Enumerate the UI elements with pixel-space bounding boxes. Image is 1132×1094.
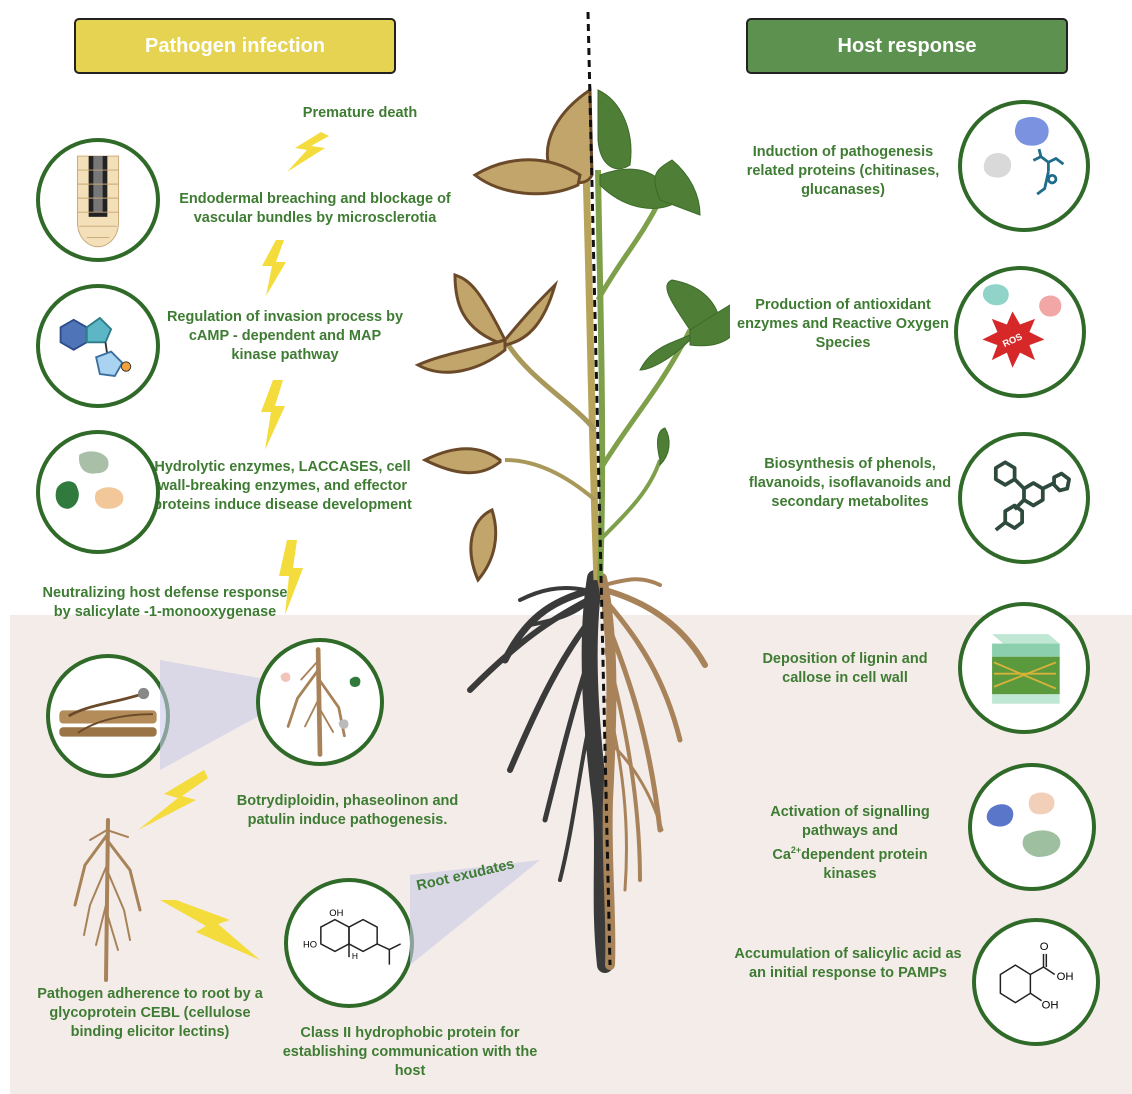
endodermal-label: Endodermal breaching and blockage of vas… (170, 190, 460, 228)
salicylic-label: Accumulation of salicylic acid as an ini… (728, 945, 968, 983)
camp-molecule-icon (40, 288, 156, 404)
oh-top-label: OH (329, 908, 343, 918)
phenol-circle (958, 432, 1090, 564)
enzymes-circle (36, 430, 160, 554)
zoom-cone (160, 640, 270, 790)
oh2-label: OH (1042, 999, 1059, 1011)
o-label: O (1040, 941, 1049, 953)
root-tip-icon (40, 142, 156, 258)
cell-wall-circle (958, 602, 1090, 734)
hyphae-icon (50, 658, 166, 774)
salicylic-circle: O OH OH (972, 918, 1100, 1046)
sesquiterpene-molecule-icon: OH HO H (288, 882, 410, 1004)
root-tip-circle (36, 138, 160, 262)
proteins-icon (962, 104, 1086, 228)
salicylic-acid-icon: O OH OH (976, 922, 1096, 1042)
phenol-molecule-icon (962, 436, 1086, 560)
adherence-label: Pathogen adherence to root by a glycopro… (25, 985, 275, 1042)
signalling-text-1: Activation of signalling pathways and (770, 804, 930, 839)
signalling-label: Activation of signalling pathways and Ca… (745, 803, 955, 884)
ros-star-icon: ROS (958, 270, 1082, 394)
h-label: H (352, 951, 358, 961)
oh1-label: OH (1057, 971, 1074, 983)
signalling-sup: 2+ (791, 845, 801, 855)
enzyme-blobs-icon (40, 434, 156, 550)
kinases-icon (972, 767, 1092, 887)
botrydiploidin-label: Botrydiploidin, phaseolinon and patulin … (225, 792, 470, 830)
premature-death-label: Premature death (280, 104, 440, 123)
bolt-icon (285, 132, 331, 172)
ros-circle: ROS (954, 266, 1086, 398)
camp-circle (36, 284, 160, 408)
phenols-label: Biosynthesis of phenols, flavanoids, iso… (745, 455, 955, 512)
hydrolytic-label: Hydrolytic enzymes, LACCASES, cell wall-… (150, 458, 415, 515)
bolt-icon (257, 380, 287, 450)
neutralizing-label: Neutralizing host defense response by sa… (40, 584, 290, 622)
regulation-label: Regulation of invasion process by cAMP -… (165, 308, 405, 365)
cell-wall-icon (962, 606, 1086, 730)
ho-left-label: HO (303, 940, 317, 950)
antioxidant-label: Production of antioxidant enzymes and Re… (728, 296, 958, 353)
root-toxins-circle (256, 638, 384, 766)
lignin-label: Deposition of lignin and callose in cell… (745, 650, 945, 688)
signalling-text-2: dependent protein kinases (801, 847, 927, 882)
root-system-icon (60, 815, 160, 985)
molecule-circle: OH HO H (284, 878, 414, 1008)
bolt-icon (258, 240, 288, 296)
class2-label: Class II hydrophobic protein for establi… (280, 1024, 540, 1081)
hyphae-circle (46, 654, 170, 778)
proteins-circle (958, 100, 1090, 232)
induction-label: Induction of pathogenesis related protei… (728, 143, 958, 200)
bolt-icon (160, 900, 260, 960)
signalling-ca: Ca (772, 847, 791, 863)
root-system-icon (260, 642, 380, 762)
kinases-circle (968, 763, 1096, 891)
